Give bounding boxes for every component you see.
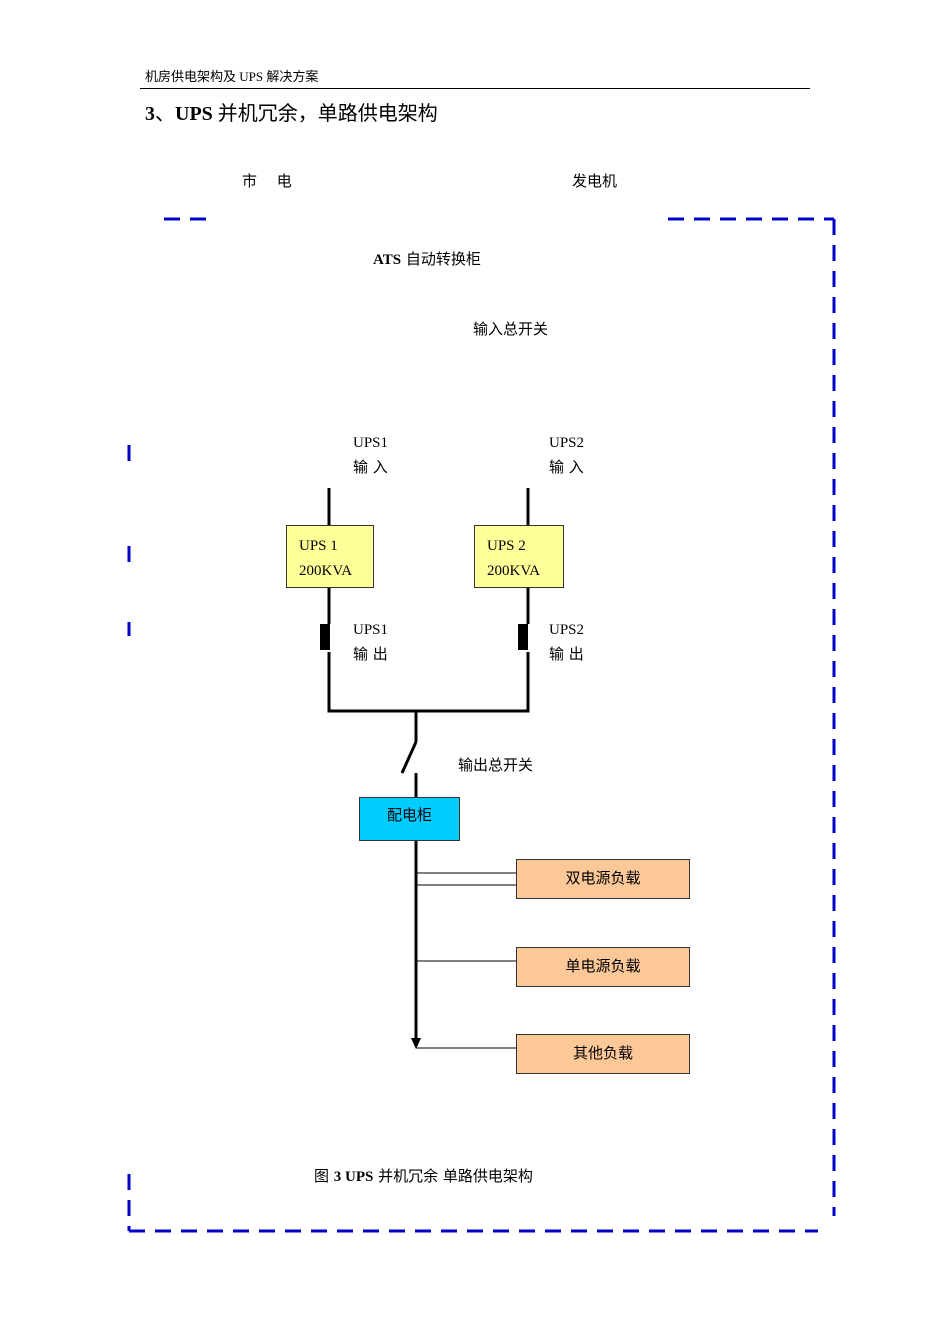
input-switch-label: 输入总开关 [473,320,549,338]
ats-label: ATS 自动转换柜 [373,248,481,269]
ups2-output-label-top: UPS2 [549,622,585,638]
load-single-power: 单电源负载 [516,947,690,987]
ups1-capacity: 200KVA [299,563,353,579]
ups1-input-label-top: UPS1 [353,435,389,451]
output-switch-label: 输出总开关 [458,756,534,774]
ats-label-text: 自动转换柜 [401,250,481,268]
caption-bold: 3 UPS [333,1169,374,1185]
ups1-box: UPS 1 200KVA [286,525,374,588]
section-title: 3、UPS 并机冗余，单路供电架构 [145,97,438,126]
ups1-input-label-bottom: 输 入 [353,458,388,476]
caption-text: 并机冗余 单路供电架构 [373,1167,533,1185]
section-title-text: 并机冗余，单路供电架构 [212,103,438,125]
ups2-output-breaker [518,624,528,650]
generator-label: 发电机 [572,172,618,190]
load-dual-power: 双电源负载 [516,859,690,899]
distribution-panel: 配电柜 [359,797,460,841]
branch-lines [416,872,517,1049]
ups2-input-label-bottom: 输 入 [549,458,584,476]
section-separator: 、 [155,103,175,125]
ups1-output-breaker [320,624,330,650]
ats-label-bold: ATS [373,252,402,268]
bus-arrowhead [411,1038,421,1049]
ups1-output-label-bottom: 输 出 [353,645,388,663]
dashed-enclosure [127,217,836,1233]
load-other: 其他负载 [516,1034,690,1074]
ups1-name: UPS 1 [299,538,338,554]
ups2-input-label-top: UPS2 [549,435,585,451]
bus-lines [327,488,530,1038]
caption-prefix: 图 [314,1167,334,1185]
ups2-output-label-bottom: 输 出 [549,645,584,663]
ups1-output-label-top: UPS1 [353,622,389,638]
ups2-name: UPS 2 [487,538,526,554]
ups2-capacity: 200KVA [487,563,541,579]
ups2-box: UPS 2 200KVA [474,525,564,588]
mains-label: 市 电 [242,172,292,190]
section-title-bold: UPS [175,103,213,125]
header-rule [140,88,810,89]
page-header: 机房供电架构及 UPS 解决方案 [145,69,319,84]
section-number: 3 [145,103,155,125]
figure-caption: 图 3 UPS 并机冗余 单路供电架构 [314,1165,533,1186]
